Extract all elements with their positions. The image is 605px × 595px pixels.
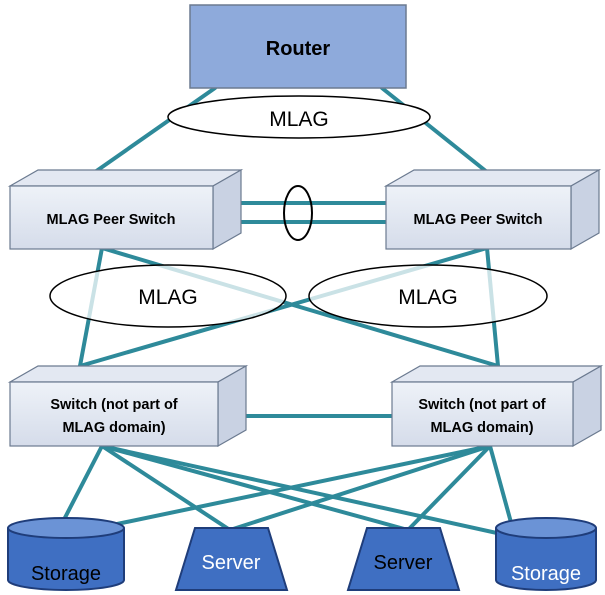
- storage-right-label: Storage: [511, 563, 581, 585]
- link-router-peer-right: [380, 86, 489, 174]
- switch-left-line1: Switch (not part of: [50, 397, 177, 413]
- peer-switch-left-label: MLAG Peer Switch: [47, 212, 176, 228]
- link-router-peer-left: [93, 86, 217, 174]
- switch-right-line1: Switch (not part of: [418, 397, 545, 413]
- server-left-label: Server: [202, 552, 261, 574]
- router-label: Router: [266, 38, 331, 60]
- switch-left: Switch (not part of MLAG domain): [7, 364, 249, 448]
- mlag-left: MLAG: [49, 264, 287, 328]
- link-swl-storage-right: [100, 444, 517, 539]
- peer-switch-right-label: MLAG Peer Switch: [414, 212, 543, 228]
- peer-switch-right: MLAG Peer Switch: [383, 168, 602, 251]
- storage-left-label: Storage: [31, 563, 101, 585]
- link-swl-server-left: [100, 444, 232, 532]
- server-right-label: Server: [374, 552, 433, 574]
- mlag-right-label: MLAG: [398, 286, 458, 309]
- switch-right: Switch (not part of MLAG domain): [389, 364, 604, 448]
- mlag-right: MLAG: [308, 264, 548, 328]
- mlag-top: MLAG: [167, 95, 431, 139]
- switch-right-line2: MLAG domain): [430, 420, 533, 436]
- link-swl-server-right: [100, 444, 410, 532]
- link-swr-server-left: [228, 444, 492, 532]
- link-swr-storage-left: [53, 444, 492, 539]
- switch-left-line2: MLAG domain): [62, 420, 165, 436]
- server-right: Server: [346, 527, 461, 591]
- peer-switch-left: MLAG Peer Switch: [7, 168, 244, 251]
- router: Router: [189, 4, 407, 89]
- storage-right: Storage: [495, 517, 597, 591]
- server-left: Server: [174, 527, 289, 591]
- link-swr-server-right: [406, 444, 492, 532]
- peer-link-ellipse: [283, 185, 313, 241]
- storage-left: Storage: [7, 517, 125, 591]
- mlag-left-label: MLAG: [138, 286, 198, 309]
- mlag-top-label: MLAG: [269, 108, 329, 131]
